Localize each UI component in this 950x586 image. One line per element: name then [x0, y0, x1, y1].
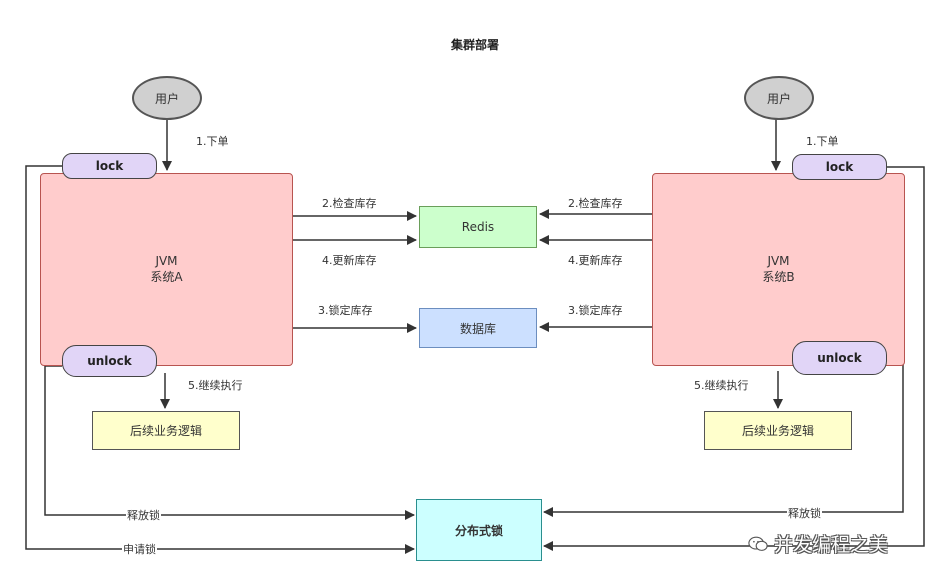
redis-box: Redis: [419, 206, 537, 248]
order-label-right: 1.下单: [806, 135, 839, 148]
lock-pill-right: lock: [792, 154, 887, 180]
release-lock-label-right: 释放锁: [787, 505, 822, 521]
jvm-b-line2: 系统B: [762, 270, 795, 284]
jvm-a-line1: JVM: [155, 254, 178, 268]
release-lock-label-left: 释放锁: [126, 507, 161, 523]
continue-label-left: 5.继续执行: [188, 379, 243, 392]
lock-stock-label-right: 3.锁定库存: [568, 304, 623, 317]
apply-lock-path-right: [543, 166, 925, 551]
user-node-right: 用户: [744, 76, 814, 120]
unlock-pill-right: unlock: [792, 341, 887, 375]
continue-label-right: 5.继续执行: [694, 379, 749, 392]
jvm-system-b: JVM 系统B: [652, 173, 905, 366]
apply-lock-label-left: 申请锁: [122, 541, 157, 557]
order-label-left: 1.下单: [196, 135, 229, 148]
apply-lock-path-left: [25, 165, 415, 554]
database-box: 数据库: [419, 308, 537, 348]
wechat-icon: [748, 536, 768, 551]
jvm-a-line2: 系统A: [150, 270, 183, 284]
user-node-left: 用户: [132, 76, 202, 120]
lock-pill-left: lock: [62, 153, 157, 179]
next-logic-box-right: 后续业务逻辑: [704, 411, 852, 450]
next-logic-box-left: 后续业务逻辑: [92, 411, 240, 450]
unlock-pill-left: unlock: [62, 345, 157, 377]
diagram-title: 集群部署: [451, 38, 500, 52]
jvm-b-line1: JVM: [767, 254, 790, 268]
check-stock-label-left: 2.检查库存: [322, 197, 377, 210]
watermark: 并发编程之美: [748, 530, 888, 557]
update-stock-label-left: 4.更新库存: [322, 254, 377, 267]
lock-stock-label-left: 3.锁定库存: [318, 304, 373, 317]
distributed-lock-box: 分布式锁: [416, 499, 542, 561]
check-stock-label-right: 2.检查库存: [568, 197, 623, 210]
jvm-system-a: JVM 系统A: [40, 173, 293, 366]
update-stock-label-right: 4.更新库存: [568, 254, 623, 267]
release-lock-path-left: [44, 365, 415, 520]
watermark-text: 并发编程之美: [774, 534, 889, 556]
